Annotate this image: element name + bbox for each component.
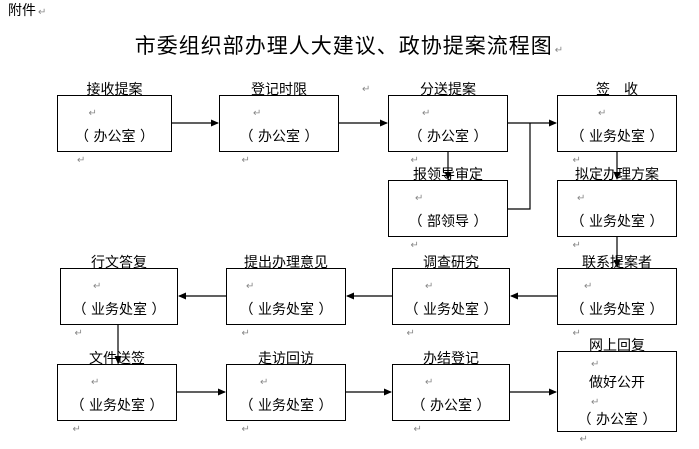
box-dept: （ 业务处室 ）↵ (570, 301, 664, 339)
flow-box-completion-register: 办结登记↵ （ 办公室 ）↵ (392, 351, 510, 435)
box-title: 接收提案↵ (86, 81, 143, 119)
box-dept: （ 业务处室 ）↵ (404, 301, 498, 339)
box-title: 办结登记↵ (423, 350, 479, 388)
box-dept: （ 业务处室 ）↵ (70, 397, 164, 435)
box-subtitle: 做好公开↵ (589, 374, 645, 408)
flow-box-visit-followup: 走访回访↵ （ 业务处室 ）↵ (226, 351, 346, 435)
flow-box-online-reply: 网上回复↵ 做好公开↵ （ 办公室 ）↵ (557, 338, 677, 445)
flow-box-receive-proposal: 接收提案↵ （ 办公室 ）↵ (57, 82, 172, 166)
flow-box-propose-opinion: 提出办理意见↵ （ 业务处室 ）↵ (226, 255, 346, 339)
arrow-review-back (508, 123, 531, 210)
box-dept: （ 业务处室 ）↵ (570, 128, 664, 166)
box-title: 分送提案↵ (420, 81, 476, 119)
box-dept: （ 办公室 ）↵ (577, 412, 657, 445)
box-dept: （ 业务处室 ）↵ (239, 301, 333, 339)
attachment-label: 附件↵ (8, 3, 47, 19)
box-title: 网上回复↵ (589, 337, 645, 371)
flow-box-distribute-proposal: 分送提案↵ （ 办公室 ）↵ (388, 82, 508, 166)
flow-box-investigation: 调查研究↵ （ 业务处室 ）↵ (392, 255, 510, 339)
box-dept: （ 办公室 ）↵ (408, 128, 488, 166)
flow-box-register-deadline: 登记时限↵ （ 办公室 ）↵ (219, 82, 339, 166)
paragraph-mark: ↵ (362, 84, 371, 95)
box-dept: （ 部领导 ）↵ (408, 213, 488, 251)
flow-box-contact-proposer: 联系提案者↵ （ 业务处室 ）↵ (557, 255, 677, 339)
flow-box-written-reply: 行文答复↵ （ 业务处室 ）↵ (60, 255, 178, 339)
box-dept: （ 办公室 ）↵ (239, 128, 319, 166)
box-title: 签 收↵ (596, 81, 638, 119)
box-dept: （ 业务处室 ）↵ (239, 397, 333, 435)
box-dept: （ 业务处室 ）↵ (570, 213, 664, 251)
box-title: 走访回访↵ (258, 350, 314, 388)
box-dept: （ 业务处室 ）↵ (72, 301, 166, 339)
box-dept: （ 办公室 ）↵ (411, 397, 491, 435)
box-title: 行文答复↵ (91, 254, 147, 292)
flow-box-sign-receipt: 签 收↵ （ 业务处室 ）↵ (557, 82, 677, 166)
flow-box-draft-plan: 拟定办理方案↵ （ 业务处室 ）↵ (557, 167, 677, 251)
box-title: 调查研究↵ (423, 254, 479, 292)
page-title: 市委组织部办理人大建议、政协提案流程图↵ (134, 34, 565, 58)
flow-box-leader-review: 报领导审定↵ （ 部领导 ）↵ (388, 167, 508, 251)
box-title: 提出办理意见↵ (244, 254, 328, 292)
box-dept: （ 办公室 ）↵ (75, 128, 154, 166)
box-title: 登记时限↵ (251, 81, 307, 119)
